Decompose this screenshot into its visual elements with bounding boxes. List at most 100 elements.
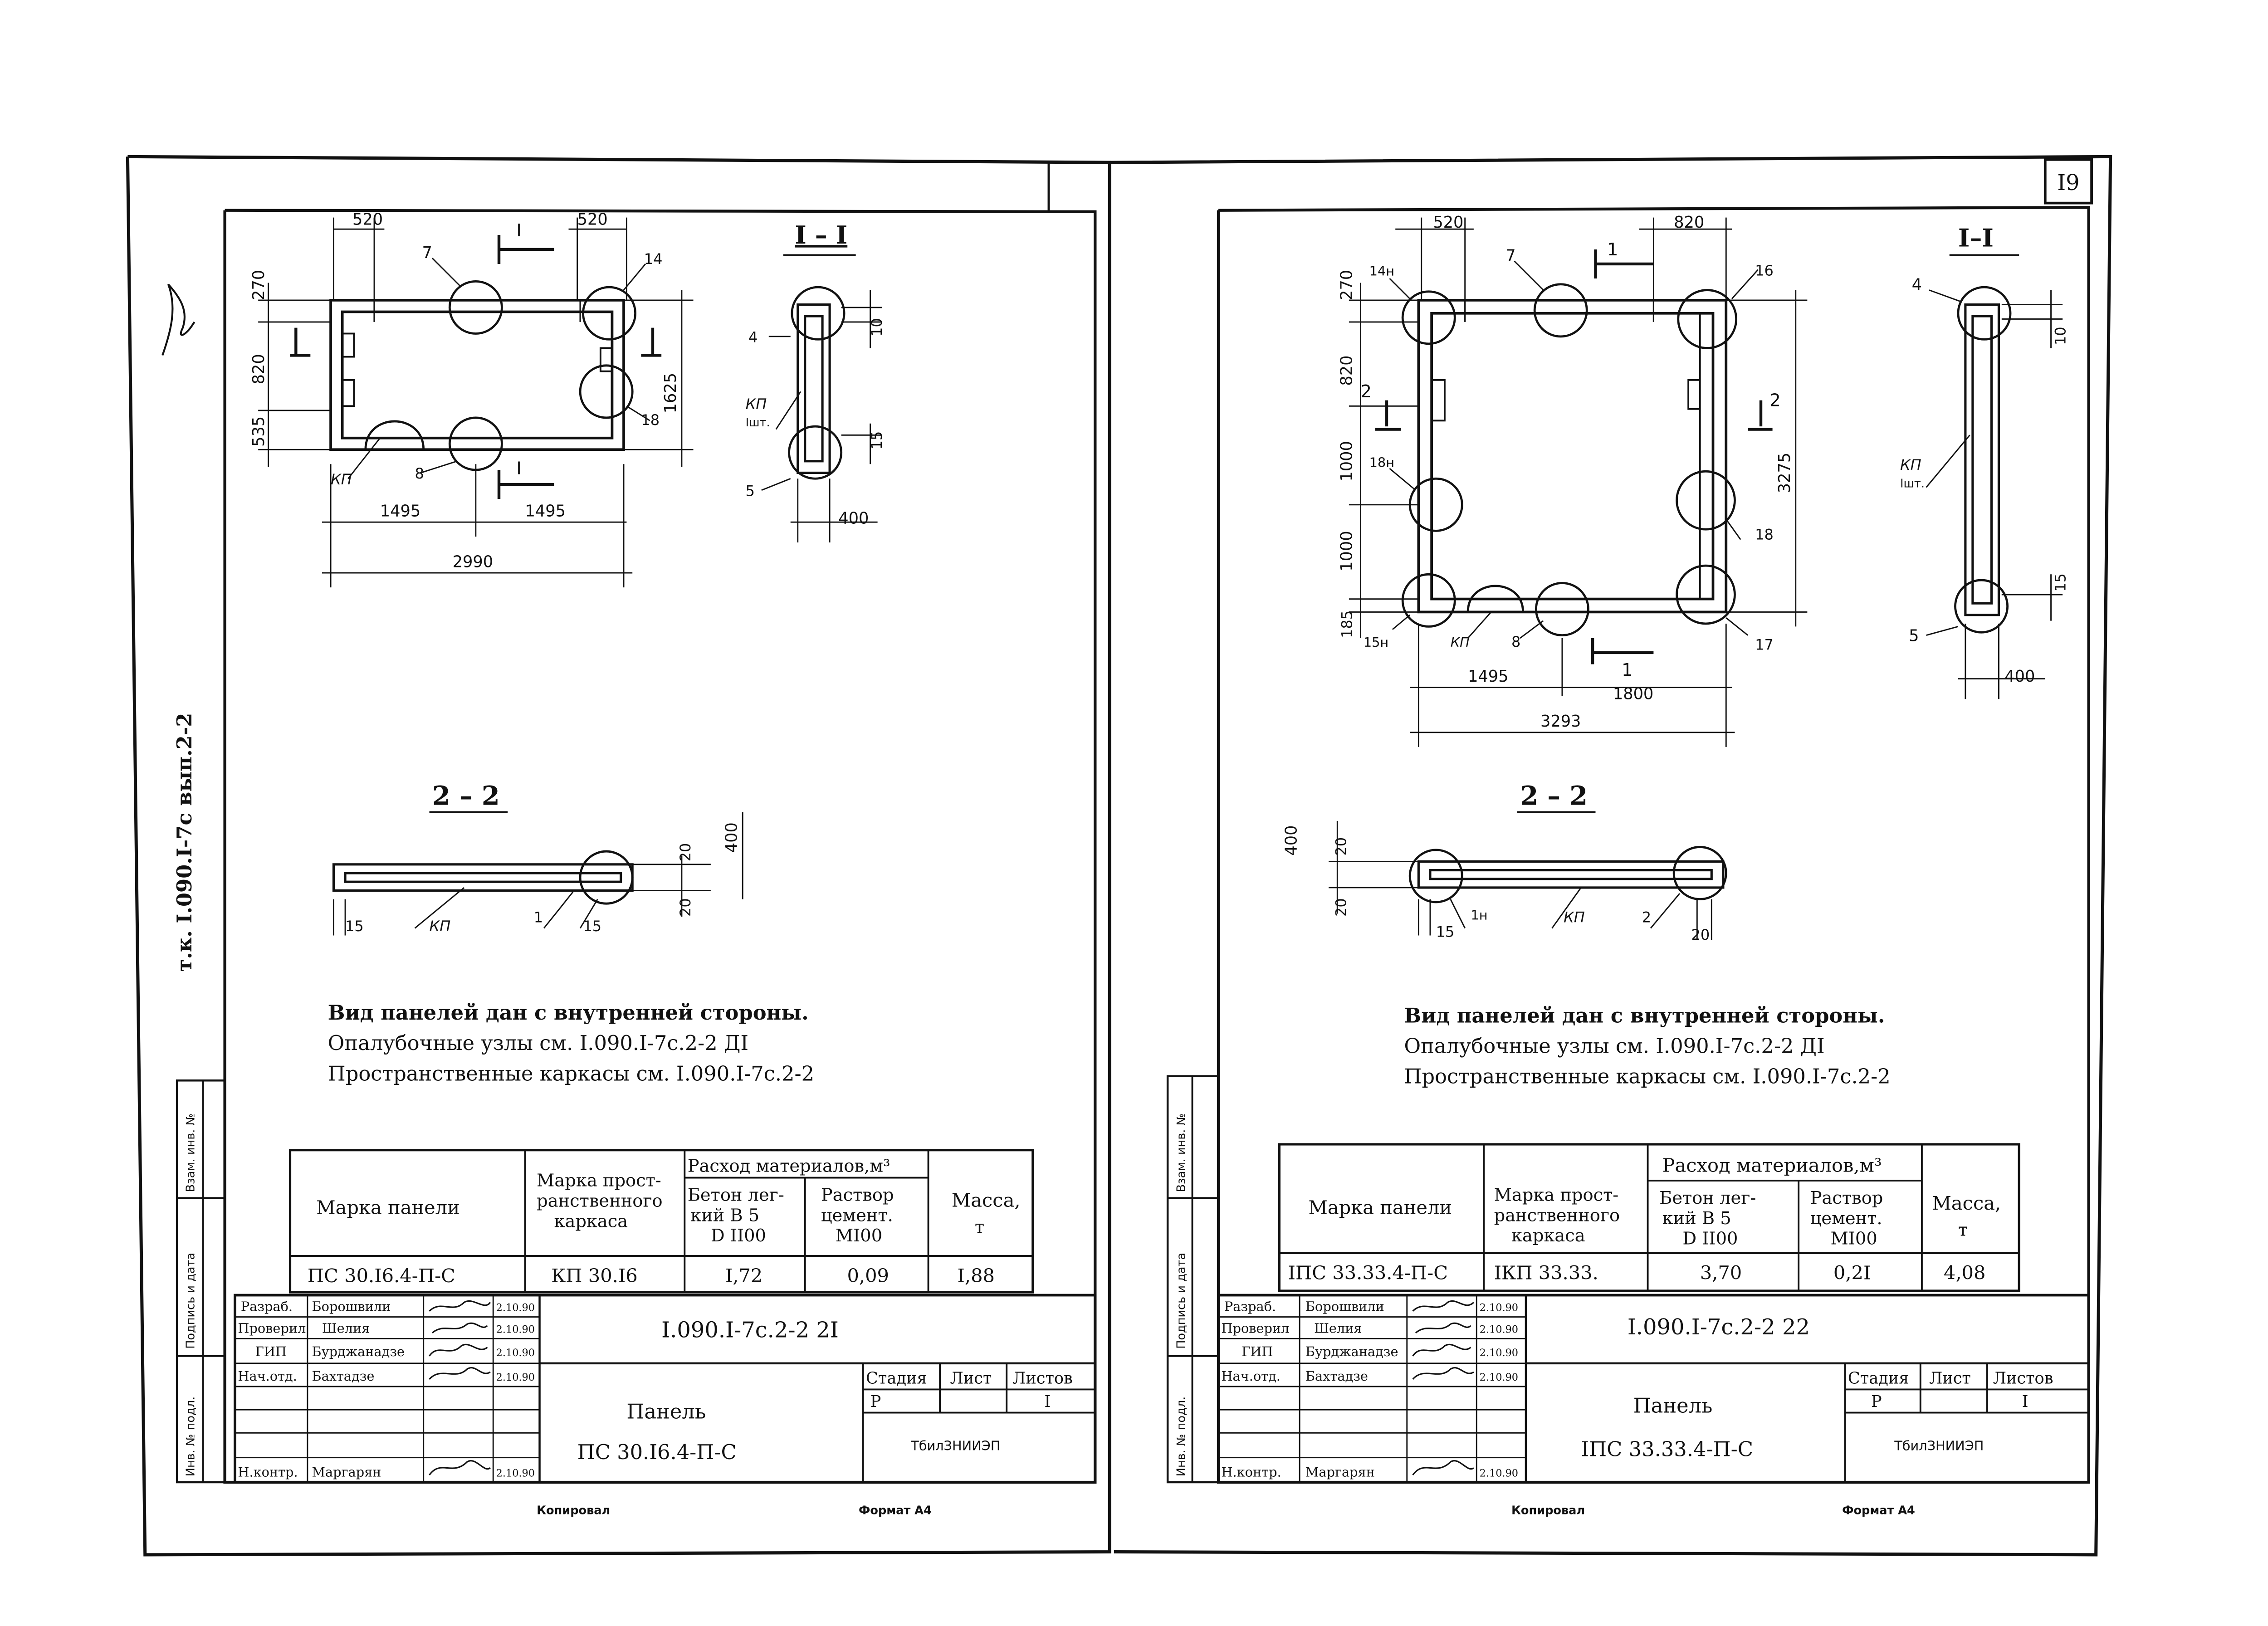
- callout-8: 8: [415, 465, 424, 482]
- r-cut-mark-2a: 2: [1360, 381, 1371, 402]
- callout-kp: КП: [331, 471, 352, 488]
- r-role-1: Разраб.: [1224, 1299, 1276, 1314]
- left-side-strip: Взам. инв. № Подпись и дата Инв. № подл.: [176, 1079, 226, 1484]
- th-frame-1: Марка прост-: [537, 1171, 661, 1191]
- r-td-mortar: 0,2I: [1833, 1261, 1871, 1284]
- r-callout-8: 8: [1511, 633, 1520, 650]
- name-2: Шелия: [322, 1321, 370, 1336]
- r-sec1-dim-10: 10: [2052, 327, 2069, 345]
- r-name-4: Бахтадзе: [1305, 1368, 1368, 1384]
- r-sec1-kp: КП: [1900, 456, 1921, 474]
- r-callout-17: 17: [1755, 636, 1774, 654]
- r-th-mass-2: т: [1958, 1220, 1968, 1240]
- r-role-3: ГИП: [1242, 1344, 1273, 1359]
- th-frame-2: ранственного: [537, 1191, 662, 1211]
- org-name: ТбилЗНИИЭП: [910, 1438, 1000, 1454]
- r-sec2-dim-20c: 20: [1691, 926, 1710, 943]
- r-sec1-kp-qty: Iшт.: [1900, 477, 1925, 490]
- section-1-1-title: I – I: [795, 220, 847, 249]
- section-2-2-title: 2 – 2: [432, 781, 500, 811]
- note-1: Вид панелей дан с внутренней стороны.: [328, 1001, 809, 1025]
- plan-node-8: [448, 416, 503, 471]
- r-callout-kp: КП: [1451, 635, 1470, 650]
- cut-mark-1b: I: [516, 459, 521, 479]
- r-callout-18: 18: [1755, 526, 1774, 543]
- sheet-label: Лист: [950, 1369, 992, 1388]
- r-name-7: Маргарян: [1305, 1464, 1375, 1480]
- section1-node-5: [788, 425, 843, 480]
- r-sec2-dim-400: 400: [1282, 825, 1301, 856]
- role-4: Нач.отд.: [238, 1368, 297, 1384]
- r-section1-node-5: [1954, 579, 2009, 634]
- r-signatures-icon: [1412, 1300, 1474, 1476]
- th-mortar-1: Раствор: [821, 1185, 894, 1206]
- r-th-mortar-3: МI00: [1830, 1229, 1877, 1249]
- r-dim-3275: 3275: [1775, 453, 1794, 493]
- r-section-2-2-title: 2 – 2: [1520, 781, 1588, 811]
- td-mass: I,88: [957, 1265, 995, 1287]
- cut-mark-1a: I: [516, 220, 521, 241]
- th-mortar-3: МI00: [836, 1226, 882, 1246]
- sec2-kp: КП: [430, 918, 451, 935]
- r-role-4: Нач.отд.: [1221, 1368, 1281, 1384]
- r-role-2: Проверил: [1221, 1321, 1289, 1336]
- r-dim-520: 520: [1433, 213, 1463, 232]
- r-note-2: Опалубочные узлы см. I.090.I-7с.2-2 ДI: [1404, 1034, 1824, 1058]
- name-7: Маргарян: [312, 1464, 381, 1480]
- left-materials-table: Марка панели Марка прост- ранственного к…: [288, 1149, 1034, 1294]
- r-side-label-inv: Инв. № подл.: [1175, 1397, 1188, 1476]
- outer-frames: I9: [126, 155, 2112, 1557]
- r-plan-node-15n: [1401, 573, 1456, 628]
- note-2: Опалубочные узлы см. I.090.I-7с.2-2 ДI: [328, 1031, 748, 1055]
- signatures-icon: [429, 1300, 491, 1476]
- plan-node-18: [579, 364, 634, 419]
- r-plan-node-14n: [1401, 290, 1456, 345]
- th-mass-1: Масса,: [952, 1189, 1021, 1211]
- r-th-concrete-2: кий В 5: [1662, 1208, 1731, 1229]
- td-concrete: I,72: [725, 1265, 763, 1287]
- side-stamp-left: т.к. I.090.I-7с вып.2-2: [172, 713, 196, 972]
- role-2: Проверил: [238, 1321, 306, 1336]
- left-title-block: Разраб. Проверил ГИП Нач.отд. Н.контр. Б…: [234, 1294, 1097, 1484]
- left-plan-view: 520 520 270 820 535 1625 1495 1495 2990 …: [249, 210, 694, 588]
- r-org-name: ТбилЗНИИЭП: [1894, 1438, 1984, 1454]
- r-td-mark: IПС 33.33.4-П-С: [1288, 1261, 1448, 1284]
- r-th-concrete-1: Бетон лег-: [1659, 1188, 1756, 1208]
- sec2-callout-1: 1: [534, 909, 543, 926]
- sec2-dim-15b: 15: [583, 918, 601, 935]
- right-section-2-2: 2 – 2 400 20 20 15 1н КП 2 20: [1282, 781, 1727, 943]
- r-callout-18n: 18н: [1369, 455, 1394, 470]
- name-1: Борошвили: [312, 1299, 391, 1314]
- r-th-frame-2: ранственного: [1494, 1205, 1620, 1226]
- side-label-inv: Инв. № подл.: [184, 1397, 197, 1476]
- r-footer-copied: Копировал: [1511, 1504, 1585, 1517]
- r-plan-node-16: [1677, 289, 1738, 349]
- right-notes: Вид панелей дан с внутренней стороны. Оп…: [1404, 1003, 1890, 1088]
- r-side-label-sign: Подпись и дата: [1175, 1253, 1188, 1349]
- dim-535: 535: [249, 416, 268, 447]
- date-4: 2.10.90: [496, 1372, 535, 1383]
- note-3: Пространственные каркасы см. I.090.I-7с.…: [328, 1061, 814, 1085]
- th-concrete-3: D II00: [711, 1226, 766, 1246]
- th-mortar-2: цемент.: [821, 1205, 893, 1226]
- sec2-dim-20b: 20: [677, 898, 694, 917]
- date-2: 2.10.90: [496, 1324, 535, 1336]
- stage-value: Р: [870, 1392, 881, 1411]
- r-date-7: 2.10.90: [1480, 1467, 1518, 1479]
- r-section1-node-4: [1957, 286, 2012, 341]
- r-sec1-callout-5: 5: [1909, 626, 1919, 645]
- r-date-4: 2.10.90: [1480, 1372, 1518, 1383]
- r-stage-value: Р: [1871, 1392, 1882, 1411]
- right-side-strip: Взам. инв. № Подпись и дата Инв. № подл.: [1166, 1075, 1220, 1484]
- r-sec1-dim-15: 15: [2052, 573, 2069, 592]
- r-dim-270: 270: [1337, 270, 1356, 300]
- dim-820: 820: [249, 354, 268, 384]
- margin-signature-icon: [161, 283, 196, 356]
- r-role-7: Н.контр.: [1221, 1464, 1281, 1480]
- r-sheets-label: Листов: [1993, 1369, 2053, 1388]
- r-cut-mark-2b: 2: [1769, 390, 1780, 410]
- r-td-concrete: 3,70: [1700, 1261, 1742, 1284]
- r-sec2-dim-20a: 20: [1332, 837, 1349, 856]
